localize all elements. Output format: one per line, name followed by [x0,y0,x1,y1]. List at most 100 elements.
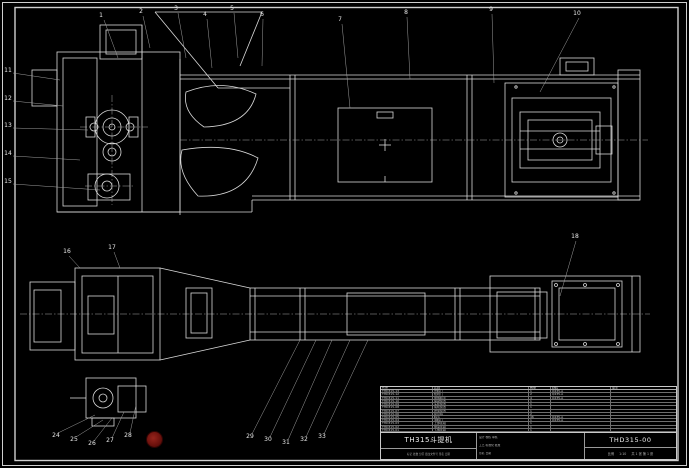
parts-cell: THD315-03 [381,422,433,425]
parts-cell: 尾轮装置 [433,406,529,409]
parts-cell [611,410,676,412]
parts-cell [611,393,676,395]
parts-cell: THD315-04 [381,419,433,422]
parts-cell: 1 [529,425,551,428]
parts-cell: THD315-09 [381,403,433,406]
parts-cell: 46 [529,415,551,419]
parts-cell: 2 [529,393,551,396]
parts-cell [611,429,676,431]
parts-cell [551,422,611,425]
drawing-number: THD315-00 [609,436,652,445]
parts-cell [611,403,676,405]
parts-cell: 张紧装置 [433,409,529,412]
parts-cell: Q235-A [551,393,611,396]
parts-cell [611,413,676,415]
parts-cell: THD315-02 [381,425,433,428]
col-header-name: 名称 [433,387,529,390]
parts-cell [611,419,676,421]
parts-cell: 进料口 [433,419,529,422]
parts-header-row: 代号 名称 数量 材料 备注 [381,387,676,391]
col-header-material: 材料 [551,387,611,390]
sign-row: 设计 校核 审核 [479,436,498,440]
parts-cell: 驱动装置 [433,399,529,403]
parts-cell [611,397,676,399]
parts-cell [611,390,676,392]
parts-cell [611,426,676,428]
title-block: TH315斗提机 标记 处数 分区 更改文件号 签名 日期 设计 校核 审核 工… [380,432,677,460]
parts-cell: THD315-06 [381,412,433,415]
plan-view [29,267,641,427]
parts-cell: 1 [529,406,551,409]
parts-cell: 中部机壳 [433,396,529,399]
col-header-qty: 数量 [529,387,551,390]
parts-cell: Q235-A [551,396,611,399]
parts-cell [551,406,611,409]
parts-cell: Q235-A [551,419,611,422]
parts-cell [551,425,611,428]
parts-cell: THD315-07 [381,409,433,412]
parts-cell: 1 [529,409,551,412]
parts-cell: 料斗 [433,415,529,419]
scale-sheet-row: 比例 1:10 共 1 张 第 1 张 [585,447,676,459]
parts-cell: 1 [529,399,551,403]
parts-cell [551,409,611,412]
parts-cell: 1 [529,422,551,425]
col-header-code: 代号 [381,387,433,390]
scale-label: 比例 [607,452,615,457]
parts-cell [611,422,676,424]
parts-cell: 1 [529,428,551,432]
parts-cell [551,428,611,432]
parts-cell: 1 [529,403,551,406]
parts-cell: 中间区段 [433,425,529,428]
parts-cell: 1 [529,419,551,422]
parts-cell [551,403,611,406]
sign-row: 签名 日期 [479,452,492,456]
scale-value: 1:10 [619,451,627,456]
parts-cell: THD315-13 [381,390,433,393]
parts-cell: 1 [529,390,551,393]
parts-cell: 头轮装置 [433,403,529,406]
parts-cell: THD315-10 [381,399,433,403]
parts-cell: THD315-01 [381,428,433,432]
parts-cell: Q235-A [551,390,611,393]
sign-row: 工艺 标准化 批准 [479,444,501,448]
title-block-name-cell: TH315斗提机 标记 处数 分区 更改文件号 签名 日期 [381,433,477,459]
parts-cell: 出料口 [433,390,529,393]
parts-cell: 4 [529,396,551,399]
parts-cell: THD315-08 [381,406,433,409]
parts-cell: Q235-A [551,415,611,419]
signature-grid: 设计 校核 审核 工艺 标准化 批准 签名 日期 [477,433,585,459]
revision-row: 标记 处数 分区 更改文件号 签名 日期 [381,447,476,459]
title-block-code-cell: THD315-00 比例 1:10 共 1 张 第 1 张 [585,433,676,459]
parts-cell: THD315-05 [381,415,433,419]
parts-cell [611,406,676,408]
parts-cell [551,412,611,415]
parts-cell [551,399,611,403]
parts-cell: THD315-11 [381,396,433,399]
elevation-view [31,11,641,215]
parts-cell [611,416,676,418]
col-header-note: 备注 [612,387,619,390]
parts-cell [611,400,676,402]
parts-cell: 牵引链 [433,412,529,415]
centerlines [20,95,650,315]
parts-cell: THD315-12 [381,393,433,396]
parts-cell: 2 [529,412,551,415]
